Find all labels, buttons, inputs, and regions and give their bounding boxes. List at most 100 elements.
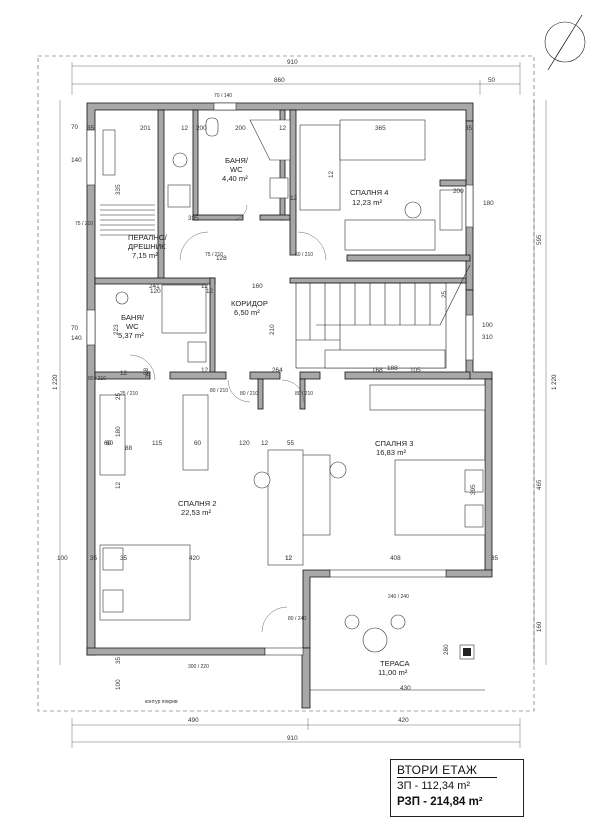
inner-dimension-label: 12 xyxy=(279,125,287,132)
bedroom2-area: 22,53 m² xyxy=(181,508,211,517)
laundry-fixtures xyxy=(100,129,191,236)
bedroom4-name: СПАЛНЯ 4 xyxy=(350,188,388,197)
bath1-area: 4,40 m² xyxy=(222,174,248,183)
top-dimension-lines xyxy=(71,62,521,95)
inner-dimension-label: 105 xyxy=(410,367,421,374)
inner-dimension-label: 12 xyxy=(285,555,293,562)
inner-dimension-label: 395 xyxy=(470,484,477,495)
inner-dimension-label: 241 xyxy=(149,283,160,290)
inner-dimension-label: 35 xyxy=(87,125,95,132)
door-opening-label: 240 / 240 xyxy=(388,594,409,600)
bath1-fixtures xyxy=(205,117,291,199)
dim-right-bottom: 160 xyxy=(536,621,543,632)
inner-dimension-label: 100 xyxy=(482,322,493,329)
door-opening-label: 25 / 210 xyxy=(120,391,138,397)
terrace-furniture xyxy=(310,614,485,691)
inner-dimension-label: 88 xyxy=(143,367,150,375)
interior-walls xyxy=(94,109,471,410)
terrace-name: ТЕРАСА xyxy=(380,659,410,668)
floor-title: ВТОРИ ЕТАЖ xyxy=(397,763,478,777)
inner-dimension-label: 12 xyxy=(285,555,293,562)
door-opening-label: 80 / 210 xyxy=(88,376,106,382)
inner-dimension-label: 200 xyxy=(453,188,464,195)
door-opening-label: 70 / 140 xyxy=(214,93,232,99)
terrace-area: 11,00 m² xyxy=(378,668,408,677)
dim-right-overall: 1 220 xyxy=(551,374,558,390)
door-opening-label: 80 / 210 xyxy=(295,391,313,397)
laundry-name-1: ПЕРАЛНО/ xyxy=(128,233,168,242)
corridor-name: КОРИДОР xyxy=(231,299,268,308)
inner-dimension-label: 12 xyxy=(290,195,298,202)
side-dimension-lines xyxy=(59,100,547,665)
inner-dimension-label: 120 xyxy=(239,440,250,447)
bath1-name-2: WC xyxy=(230,165,243,174)
inner-dimension-label: 35 xyxy=(120,555,128,562)
dim-bottom-left: 490 xyxy=(188,717,199,724)
inner-dimension-label: 201 xyxy=(140,125,151,132)
inner-dimension-label: 335 xyxy=(188,215,199,222)
door-opening-label: 300 / 220 xyxy=(188,664,209,670)
inner-dimension-label: 115 xyxy=(152,440,163,447)
bedroom3-furniture xyxy=(299,384,486,536)
bath2-fixtures xyxy=(115,284,207,363)
inner-dimension-label: 180 xyxy=(483,200,494,207)
inner-dimension-label: 35 xyxy=(115,656,122,664)
laundry-area: 7,15 m² xyxy=(132,251,158,260)
roof-contour-label: контур покрив xyxy=(145,699,178,705)
staircase xyxy=(295,264,471,369)
inner-dimension-label: 25 xyxy=(441,290,448,298)
bath2-name-1: БАНЯ/ xyxy=(121,313,145,322)
windows xyxy=(86,102,474,656)
roof-contour xyxy=(37,55,535,712)
dim-top-overall: 910 xyxy=(287,59,298,66)
inner-dimension-label: 310 xyxy=(482,334,493,341)
inner-dimension-label: 35 xyxy=(465,125,473,132)
dim-top-inner: 860 xyxy=(274,77,285,84)
dim-bottom-right: 420 xyxy=(398,717,409,724)
inner-dimension-label: 280 xyxy=(443,644,450,655)
bath1-name-1: БАНЯ/ xyxy=(225,156,249,165)
inner-dimension-label: 60 xyxy=(106,440,114,447)
door-opening-label: 75 / 210 xyxy=(75,221,93,227)
inner-dimension-label: 55 xyxy=(287,440,295,447)
rzp-area: РЗП - 214,84 m² xyxy=(397,796,483,808)
door-opening-label: 75 / 210 xyxy=(205,252,223,258)
inner-dimension-label: 168 xyxy=(372,367,383,374)
inner-dimension-label: 12 xyxy=(261,440,269,447)
inner-dimension-label: 210 xyxy=(269,324,276,335)
inner-dimension-label: 188 xyxy=(387,365,398,372)
bedroom2-furniture xyxy=(99,394,304,621)
inner-dimension-label: 12 xyxy=(120,370,128,377)
inner-dimension-label: 36 xyxy=(145,370,152,378)
door-swings xyxy=(129,204,327,633)
inner-dimension-label: 200 xyxy=(196,125,207,132)
inner-dimension-label: 35 xyxy=(90,555,98,562)
room-labels: ПЕРАЛНО/ ДРЕШНИК 7,15 m² БАНЯ/ WC 4,40 m… xyxy=(118,156,413,677)
inner-dimension-label: 365 xyxy=(375,125,386,132)
bath2-area: 5,37 m² xyxy=(118,331,144,340)
inner-dimension-label: 25 xyxy=(115,392,122,400)
inner-dimension-label: 128 xyxy=(216,255,227,262)
inner-dimension-label: 430 xyxy=(400,685,411,692)
inner-dimension-label: 100 xyxy=(115,679,122,690)
inner-dimension-label: 35 xyxy=(491,555,499,562)
inner-dimension-label: 12 xyxy=(206,288,214,295)
inner-dimension-label: 223 xyxy=(113,324,120,335)
bedroom4-furniture xyxy=(299,119,463,251)
inner-dimension-label: 70 xyxy=(71,124,79,131)
inner-dimension-label: 264 xyxy=(272,367,283,374)
inner-dimension-label: 180 xyxy=(115,426,122,437)
inner-dimension-label: 12 xyxy=(115,481,122,489)
bedroom3-name: СПАЛНЯ 3 xyxy=(375,439,413,448)
inner-dimension-label: 100 xyxy=(57,555,68,562)
bedroom4-area: 12,23 m² xyxy=(352,198,382,207)
inner-dimension-label: 200 xyxy=(235,125,246,132)
inner-dimension-label: 335 xyxy=(115,184,122,195)
door-opening-label: 80 / 210 xyxy=(240,391,258,397)
bedroom2-name: СПАЛНЯ 2 xyxy=(178,499,216,508)
dim-top-offset: 50 xyxy=(488,77,496,84)
inner-dimension-label: 408 xyxy=(390,555,401,562)
zp-area: ЗП - 112,34 m² xyxy=(397,780,471,792)
dim-bottom-overall: 910 xyxy=(287,735,298,742)
